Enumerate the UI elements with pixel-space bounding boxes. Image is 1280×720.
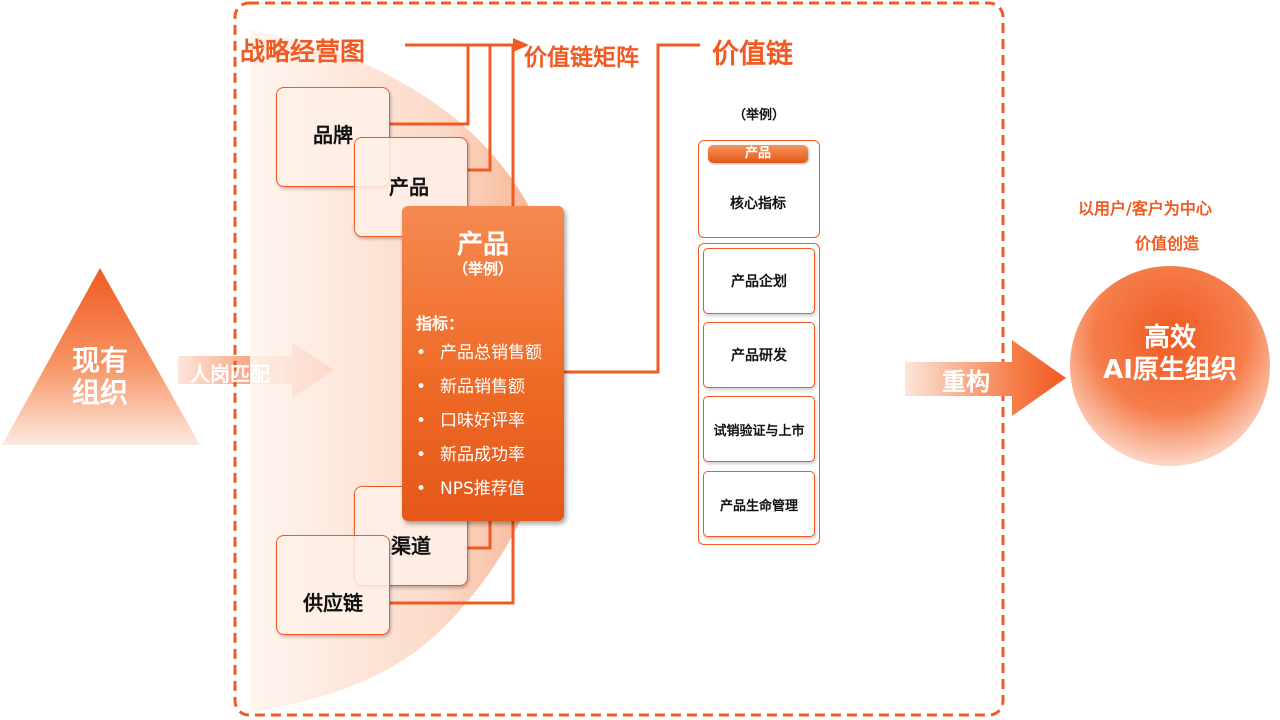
step-planning-label: 产品企划 [731, 274, 787, 290]
step-launch: 试销验证与上市 [703, 396, 815, 462]
indicator-text-2: 新品销售额 [440, 377, 525, 397]
restructure-label: 重构 [942, 368, 990, 396]
restructure-arrow [905, 340, 1066, 416]
ai-org-line2: AI原生组织 [1103, 355, 1237, 385]
existing-org-line2: 组织 [71, 376, 128, 409]
indicator-item: • 口味好评率 [416, 410, 542, 444]
step-rnd: 产品研发 [703, 322, 815, 388]
bullet-5: • [416, 479, 427, 499]
supply-chain-label: 供应链 [303, 590, 363, 615]
bullet-1: • [416, 343, 427, 363]
value-chain-matrix-title: 价值链矩阵 [524, 45, 639, 71]
example-label: （举例） [733, 108, 786, 123]
existing-org-triangle [2, 268, 200, 445]
connector-lines [390, 43, 700, 605]
value-chain-title: 价值链 [712, 39, 793, 70]
indicator-text-1: 产品总销售额 [440, 343, 542, 363]
product-tag: 产品 [708, 145, 808, 163]
supply-chain-box: 供应链 [276, 535, 390, 635]
step-planning: 产品企划 [703, 248, 815, 314]
match-label: 人岗匹配 [190, 362, 270, 386]
brand-label: 品牌 [313, 122, 353, 147]
bullet-3: • [416, 411, 427, 431]
strategy-map-title: 战略经营图 [240, 37, 366, 66]
ai-org-label: 高效 AI原生组织 [1070, 322, 1270, 386]
indicator-item: • 产品总销售额 [416, 342, 542, 376]
indicator-text-3: 口味好评率 [440, 411, 525, 431]
indicator-item: • 新品成功率 [416, 444, 542, 478]
channel-label: 渠道 [391, 533, 431, 558]
goal-line2: 价值创造 [1135, 234, 1200, 253]
indicator-item: • NPS推荐值 [416, 478, 542, 512]
step-launch-label: 试销验证与上市 [713, 423, 805, 439]
indicator-text-5: NPS推荐值 [440, 479, 525, 499]
indicator-list: • 产品总销售额 • 新品销售额 • 口味好评率 • 新品成功率 • NPS推荐值 [416, 342, 542, 512]
existing-org-label: 现有 组织 [40, 345, 160, 409]
ai-org-circle [1070, 266, 1270, 466]
strategy-frame [233, 1, 1005, 717]
product-indicator-card: 产品 （举例） 指标： • 产品总销售额 • 新品销售额 • 口味好评率 • 新品成功率… [402, 206, 564, 521]
matrix-arrowhead [513, 38, 529, 52]
step-rnd-label: 产品研发 [731, 348, 787, 364]
step-lifecycle-label: 产品生命管理 [719, 498, 798, 514]
card-title: 产品 [456, 230, 509, 260]
product-label: 产品 [389, 174, 429, 199]
bullet-4: • [416, 445, 427, 465]
goal-line1: 以用户/客户为中心 [1078, 199, 1212, 218]
bullet-2: • [416, 377, 427, 397]
existing-org-line1: 现有 [71, 344, 128, 377]
indicator-text-4: 新品成功率 [440, 445, 525, 465]
indicator-item: • 新品销售额 [416, 376, 542, 410]
ai-org-line1: 高效 [1143, 323, 1196, 353]
step-lifecycle: 产品生命管理 [703, 471, 815, 537]
indicator-label: 指标： [416, 314, 465, 333]
card-subtitle: （举例） [452, 260, 513, 278]
core-metric-label: 核心指标 [730, 196, 786, 212]
